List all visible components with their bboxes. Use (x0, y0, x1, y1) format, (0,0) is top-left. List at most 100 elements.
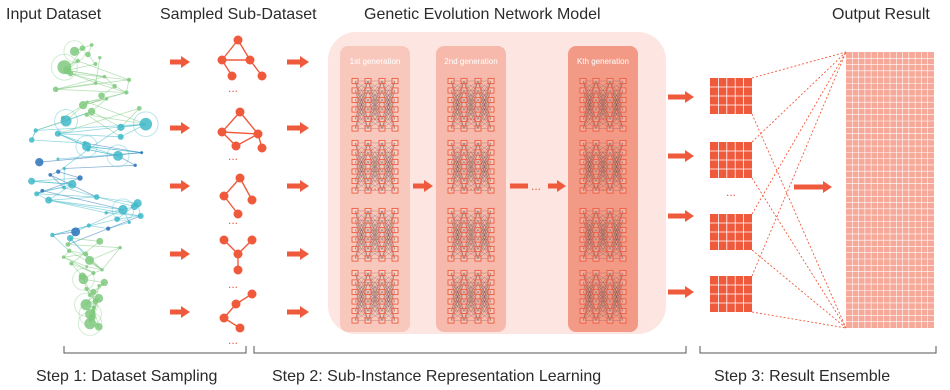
network-edge (104, 76, 115, 87)
network-edge (57, 133, 85, 144)
network-node (65, 242, 71, 247)
network-edge (86, 101, 146, 125)
generation-panel: Kth generation......... (568, 46, 638, 332)
network-node (54, 130, 62, 137)
network-node (114, 216, 120, 223)
subgraph-node (233, 209, 243, 219)
subgraph (219, 289, 257, 333)
network-edge (63, 256, 87, 268)
network-edge (88, 225, 109, 230)
network-node (75, 58, 80, 63)
network-node (137, 212, 144, 220)
network-edge (83, 92, 127, 106)
generation-label: 1st generation (350, 57, 401, 66)
network-edge (58, 171, 81, 179)
network-edge (86, 145, 119, 157)
arrow-ensemble (794, 181, 832, 193)
subgraph-node (257, 143, 267, 153)
network-node (85, 265, 89, 269)
step2-label: Step 2: Sub-Instance Representation Lear… (272, 368, 602, 385)
arrow-model-to-result (668, 150, 694, 162)
network-node (130, 202, 139, 211)
network-node (85, 255, 95, 265)
network-edge (36, 193, 97, 198)
network-node (140, 151, 144, 155)
step-brackets (63, 346, 937, 354)
network-node (69, 46, 80, 56)
network-edge (86, 266, 103, 271)
network-node (118, 245, 122, 250)
network-edge (52, 225, 89, 236)
output-arrows (668, 91, 694, 298)
arrow-sample-to-model (287, 306, 309, 318)
header-output-result: Output Result (832, 6, 930, 23)
arrow-sample-to-model (287, 248, 309, 260)
network-node (91, 270, 96, 276)
generation-panel: 1st generation......... (340, 46, 410, 332)
result-grid (710, 142, 752, 178)
network-node (89, 43, 94, 47)
network-edge (49, 174, 65, 188)
network-node (90, 288, 97, 296)
network-node (66, 235, 74, 242)
ellipsis-dots: ... (228, 333, 238, 347)
network-node (40, 188, 45, 193)
step1-label: Step 1: Dataset Sampling (36, 368, 218, 385)
network-node (33, 128, 38, 133)
network-node (80, 299, 92, 311)
network-edge (89, 247, 121, 261)
network-edge (48, 199, 124, 211)
arrow-sample-to-model (287, 180, 309, 192)
result-grid (710, 276, 752, 312)
generation-label: Kth generation (577, 57, 629, 66)
network-edge (96, 196, 138, 204)
subgraph-edge (221, 131, 259, 135)
network-node-halo (72, 267, 95, 291)
network-node (118, 204, 128, 215)
network-node-halo (50, 53, 78, 81)
network-node (56, 157, 60, 161)
network-edge (77, 60, 130, 81)
network-node (67, 180, 77, 189)
network-edge (95, 57, 101, 84)
network-node (50, 232, 55, 238)
network-node (136, 105, 142, 111)
network-node (93, 194, 100, 200)
result-grid (710, 78, 752, 114)
subgraph (219, 235, 257, 275)
network-edge (52, 234, 70, 252)
input-network-graph (28, 40, 159, 336)
network-node (34, 191, 40, 197)
network-node-halo (111, 198, 135, 221)
network-edge (86, 114, 121, 138)
subgraph-edge (239, 111, 259, 135)
network-node (93, 61, 98, 67)
subgraph-node (245, 55, 255, 65)
network-node-halo (77, 311, 103, 336)
network-edge (69, 250, 86, 255)
network-edge (86, 145, 142, 154)
ellipsis-dots: ... (228, 277, 238, 291)
network-node (102, 74, 107, 79)
ellipsis-dots: ... (370, 179, 380, 193)
network-edge (71, 263, 94, 274)
neural-net-icon (447, 139, 495, 194)
subgraph-node (235, 173, 245, 183)
network-edge (96, 196, 135, 207)
arrow-input-to-sample (170, 248, 190, 260)
network-node (87, 107, 96, 116)
network-node (112, 83, 117, 89)
neural-net-icon (579, 269, 627, 324)
network-edge (108, 215, 141, 230)
network-edge (31, 180, 73, 185)
network-edge (63, 253, 86, 258)
neural-net-icon (447, 207, 495, 262)
generation-panel-bg (436, 46, 506, 332)
subgraph (217, 35, 267, 81)
arrow-input-to-sample (170, 56, 190, 68)
subgraph-node (217, 127, 227, 137)
ellipsis-dots: ... (466, 109, 476, 123)
network-node (91, 305, 96, 311)
network-node (84, 286, 89, 291)
network-node (28, 137, 35, 143)
